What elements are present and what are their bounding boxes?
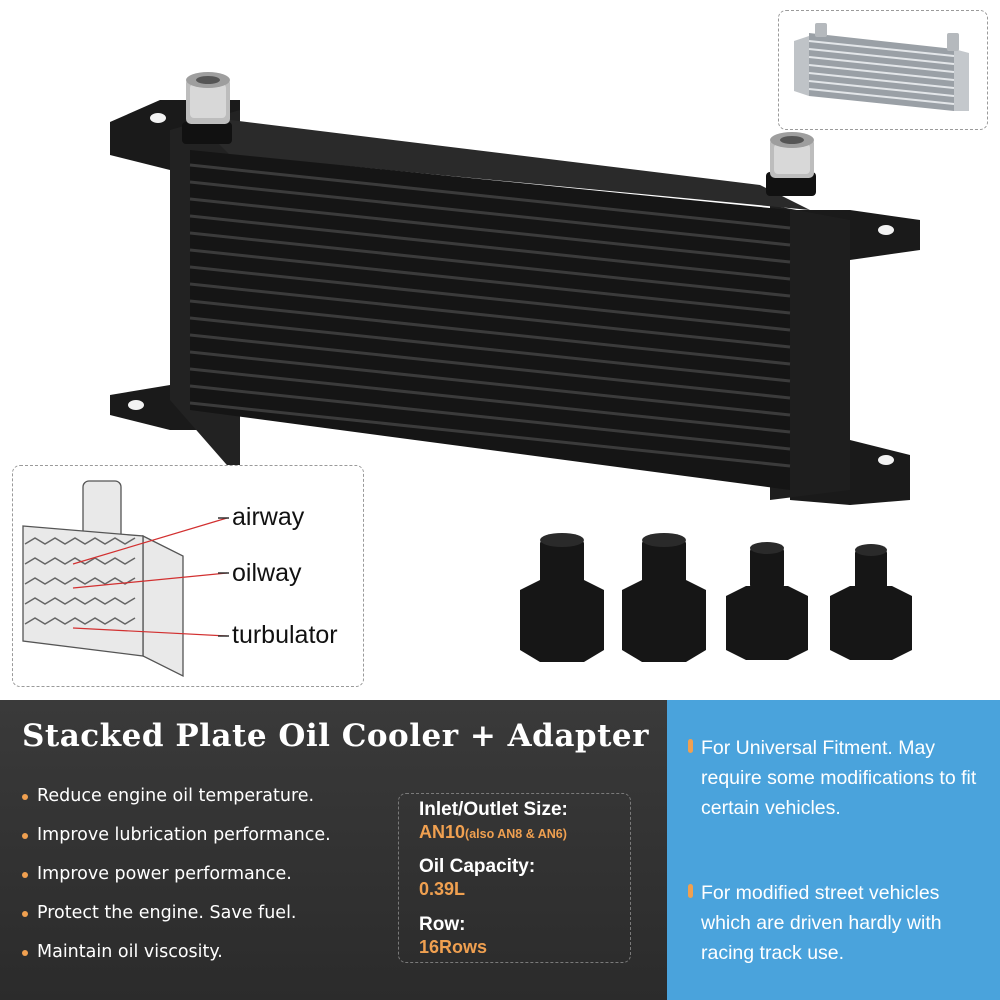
feature-item: Reduce engine oil temperature. bbox=[22, 786, 331, 825]
product-photo-area: airway oilway turbulator bbox=[12, 10, 988, 687]
inlet-label: Inlet/Outlet Size: bbox=[419, 799, 568, 820]
diagram-label-oilway: oilway bbox=[232, 559, 302, 587]
diagram-label-turbulator: turbulator bbox=[232, 621, 338, 649]
row-value: 16Rows bbox=[419, 937, 488, 957]
bullet-icon bbox=[22, 794, 28, 800]
oil-cooler-image bbox=[110, 72, 920, 505]
inlet-value: AN10(also AN8 & AN6) bbox=[419, 822, 567, 842]
adapter-2 bbox=[622, 533, 706, 662]
cutaway-diagram bbox=[22, 480, 229, 678]
row-label: Row: bbox=[419, 914, 466, 935]
headline: Stacked Plate Oil Cooler + Adapter bbox=[22, 718, 649, 754]
silver-cooler-image bbox=[794, 23, 969, 111]
diagram-label-airway: airway bbox=[232, 503, 305, 531]
adapter-1 bbox=[520, 533, 604, 662]
cutaway-diagram-inset: airway oilway turbulator bbox=[12, 465, 364, 687]
adapter-fittings-image bbox=[520, 533, 912, 662]
inlet-note: (also AN8 & AN6) bbox=[465, 827, 567, 841]
bullet-icon bbox=[22, 911, 28, 917]
feature-item: Protect the engine. Save fuel. bbox=[22, 903, 331, 942]
bullet-icon bbox=[22, 950, 28, 956]
note-marker-icon bbox=[688, 739, 693, 753]
note-marker-icon bbox=[688, 884, 693, 898]
bullet-icon bbox=[22, 833, 28, 839]
spec-box: Inlet/Outlet Size: AN10(also AN8 & AN6) … bbox=[398, 793, 631, 963]
feature-item: Maintain oil viscosity. bbox=[22, 942, 331, 981]
feature-list: Reduce engine oil temperature. Improve l… bbox=[22, 786, 331, 981]
silver-variant-inset bbox=[778, 10, 988, 130]
info-panel-dark bbox=[0, 700, 667, 1000]
capacity-label: Oil Capacity: bbox=[419, 856, 536, 877]
feature-item: Improve lubrication performance. bbox=[22, 825, 331, 864]
info-panel-blue bbox=[667, 700, 1000, 1000]
adapter-4 bbox=[830, 544, 912, 660]
feature-item: Improve power performance. bbox=[22, 864, 331, 903]
capacity-value: 0.39L bbox=[419, 879, 466, 899]
adapter-3 bbox=[726, 542, 808, 660]
bullet-icon bbox=[22, 872, 28, 878]
